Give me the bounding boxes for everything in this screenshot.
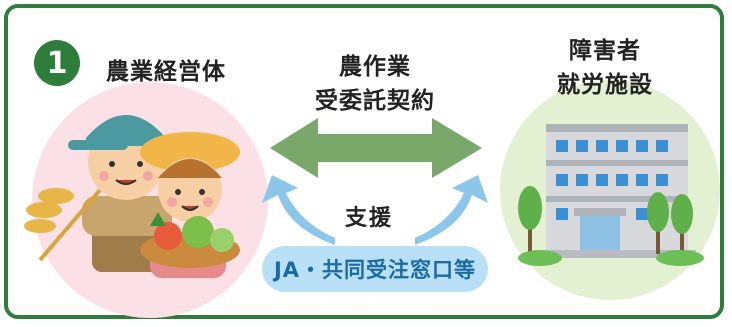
contract-title: 農作業 受委託契約: [300, 50, 450, 118]
contract-title-line1: 農作業: [339, 54, 411, 80]
step-number-badge: 1: [34, 40, 80, 86]
trees-illustration: [518, 186, 704, 266]
ja-pill: JA・共同受注窓口等: [262, 246, 488, 292]
contract-double-arrow: [270, 118, 482, 178]
vegetable-basket-illustration: [140, 212, 240, 268]
facility-building-illustration: [540, 124, 696, 258]
facility-title-line2: 就労施設: [557, 72, 653, 98]
support-arrow-left: [262, 175, 335, 245]
support-label: 支援: [344, 206, 393, 231]
support-arrow-right: [415, 175, 488, 245]
wheat-bundle-illustration: [24, 188, 102, 262]
facility-title: 障害者 就労施設: [540, 34, 670, 102]
contract-title-line2: 受委託契約: [315, 88, 435, 114]
farm-title: 農業経営体: [106, 59, 226, 85]
facility-title-line1: 障害者: [569, 38, 641, 64]
